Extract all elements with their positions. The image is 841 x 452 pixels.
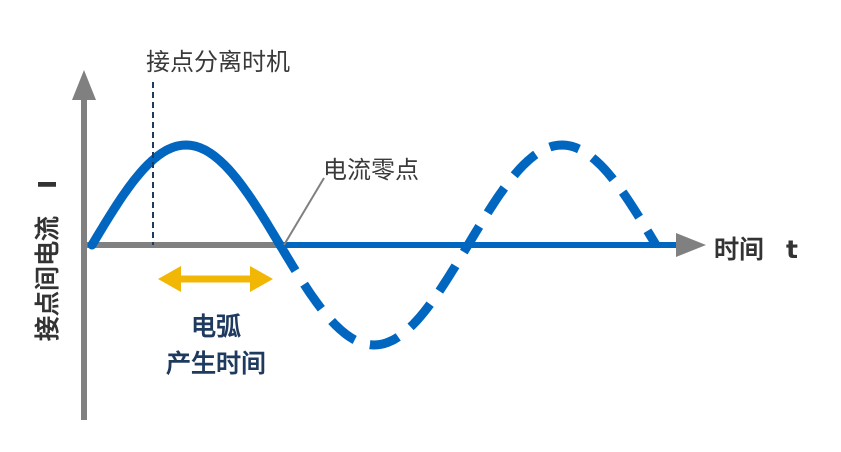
y-axis-arrowhead [72,70,96,100]
current-zero-callout-line [283,177,325,246]
x-axis-symbol: t [786,235,798,264]
y-axis-title: 接点间电流 I [33,180,62,341]
arc-duration-arrowhead-right [250,266,273,292]
current-zero-label: 电流零点 [323,156,419,184]
current-wave-solid [87,140,285,250]
current-wave-dashed [276,140,660,350]
arc-label-line1: 电弧 [191,312,241,341]
arc-duration-arrowhead-left [158,266,181,292]
x-axis-arrowhead [676,233,706,257]
separation-timing-label: 接点分离时机 [146,48,290,76]
y-axis-label: 接点间电流 [33,216,62,341]
arc-label-line2: 产生时间 [166,349,266,378]
y-axis-symbol: I [33,180,62,189]
x-axis-label: 时间 [714,235,764,264]
x-axis-title: 时间 t [714,235,798,264]
